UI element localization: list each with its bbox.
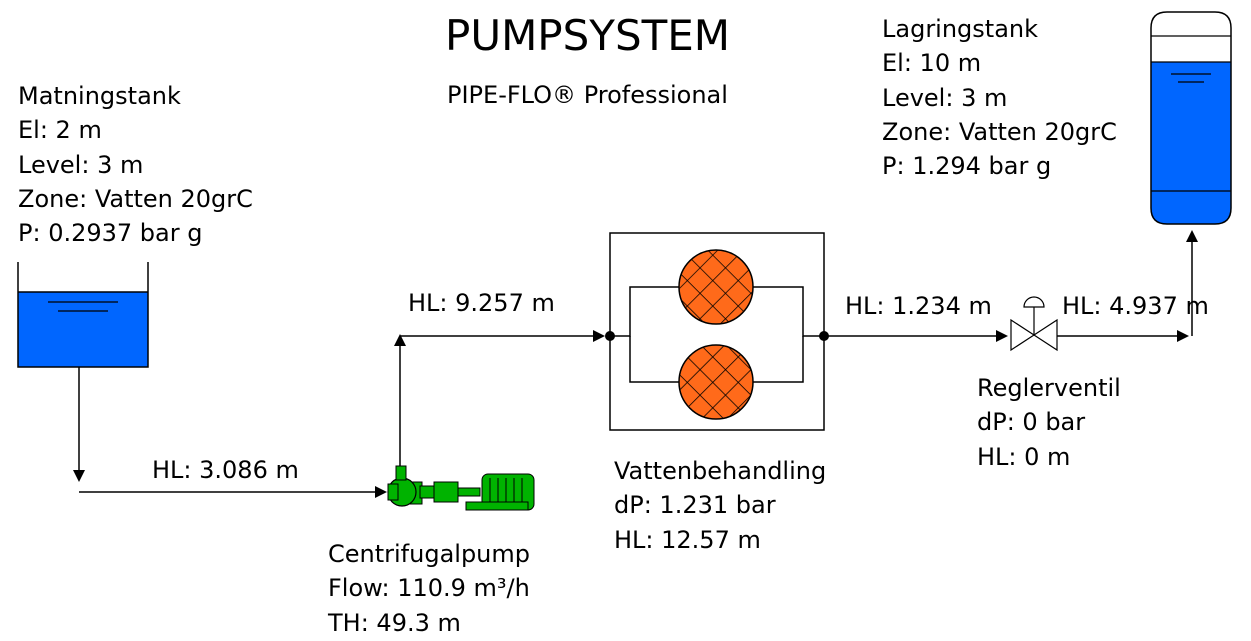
matningstank-pressure: P: 0.2937 bar g <box>18 219 203 248</box>
matningstank-zone: Zone: Vatten 20grC <box>18 184 253 213</box>
reglerventil-symbol[interactable] <box>1010 296 1058 352</box>
pump-name: Centrifugalpump <box>328 540 531 568</box>
centrifugalpump-symbol[interactable] <box>387 465 535 511</box>
lagringstank-pressure: P: 1.294 bar g <box>882 152 1052 181</box>
vattenbehandling-hl: HL: 12.57 m <box>614 525 761 554</box>
pipe-4[interactable] <box>1057 230 1198 342</box>
lagringstank-symbol[interactable] <box>1150 11 1232 225</box>
pipe-1[interactable] <box>73 367 387 498</box>
pipe-2-hl: HL: 9.257 m <box>408 289 555 317</box>
matningstank-label: Matningstank El: 2 m Level: 3 m Zone: Va… <box>18 79 253 250</box>
lagringstank-name: Lagringstank <box>882 15 1039 43</box>
lagringstank-zone: Zone: Vatten 20grC <box>882 117 1117 146</box>
lagringstank-el: El: 10 m <box>882 49 982 78</box>
reglerventil-hl: HL: 0 m <box>977 442 1071 471</box>
matningstank-el: El: 2 m <box>18 116 102 145</box>
vattenbehandling-symbol[interactable] <box>605 232 829 431</box>
vattenbehandling-dp: dP: 1.231 bar <box>614 491 776 520</box>
lagringstank-level: Level: 3 m <box>882 83 1008 112</box>
matningstank-name: Matningstank <box>18 82 181 110</box>
pipe-2[interactable] <box>394 330 605 466</box>
diagram-subtitle: PIPE-FLO® Professional <box>447 81 728 109</box>
pipe-3-hl: HL: 1.234 m <box>845 292 992 320</box>
pump-th: TH: 49.3 m <box>328 608 461 637</box>
pump-label: Centrifugalpump Flow: 110.9 m³/h TH: 49.… <box>328 537 530 640</box>
reglerventil-label: Reglerventil dP: 0 bar HL: 0 m <box>977 371 1121 474</box>
lagringstank-label: Lagringstank El: 10 m Level: 3 m Zone: V… <box>882 12 1117 183</box>
reglerventil-name: Reglerventil <box>977 374 1121 402</box>
pump-flow: Flow: 110.9 m³/h <box>328 574 530 603</box>
matningstank-level: Level: 3 m <box>18 150 144 179</box>
vattenbehandling-label: Vattenbehandling dP: 1.231 bar HL: 12.57… <box>614 454 826 557</box>
diagram-title: PUMPSYSTEM <box>445 11 731 60</box>
pipe-4-hl: HL: 4.937 m <box>1062 292 1209 320</box>
matningstank-symbol[interactable] <box>17 262 149 368</box>
reglerventil-dp: dP: 0 bar <box>977 408 1086 437</box>
vattenbehandling-name: Vattenbehandling <box>614 457 827 485</box>
pipe-1-hl: HL: 3.086 m <box>152 456 299 484</box>
